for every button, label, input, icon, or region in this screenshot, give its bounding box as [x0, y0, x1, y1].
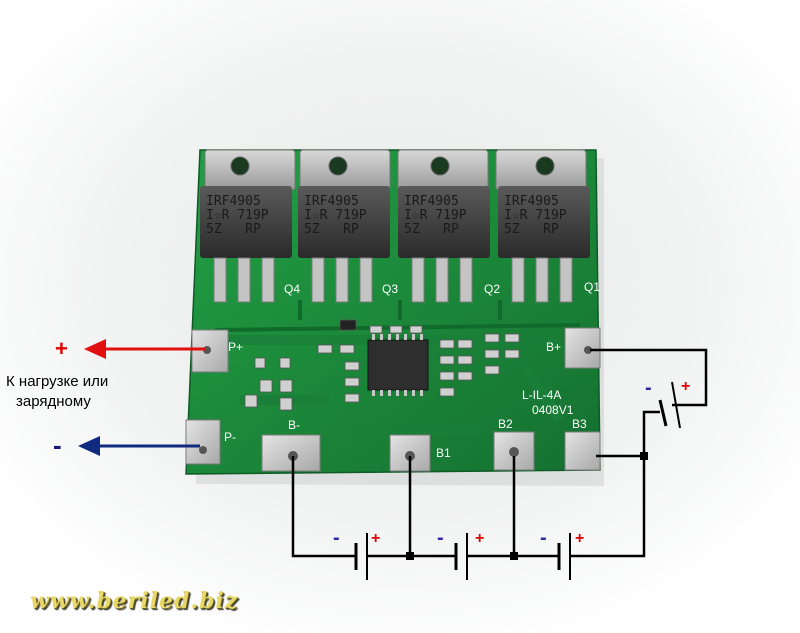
label-b1: B1	[436, 446, 451, 460]
label-b3: B3	[572, 417, 587, 431]
label-b-minus: B-	[288, 418, 300, 432]
solder-pads	[185, 327, 601, 472]
battery-3-plus: +	[575, 530, 585, 547]
arrow-blue	[78, 436, 200, 456]
smd-components	[244, 319, 520, 411]
transistor-bodies	[200, 186, 590, 258]
battery-3-minus: -	[540, 527, 547, 549]
transistor-3-marking: IRF4905 I☆R 719P 5Z RP	[404, 194, 467, 237]
load-or-charger-label: К нагрузке или зарядному	[6, 372, 108, 412]
ic-chip	[367, 339, 429, 391]
label-p-plus: P+	[228, 340, 244, 354]
ic-pins	[372, 334, 423, 396]
label-q1: Q1	[584, 280, 601, 294]
label-q3: Q3	[382, 282, 399, 296]
battery-2-minus: -	[437, 527, 444, 549]
transistor-4-marking: IRF4905 I☆R 719P 5Z RP	[504, 194, 567, 237]
battery-1-plus: +	[371, 530, 381, 547]
transistor-tabs	[204, 149, 587, 191]
label-p-minus: P-	[224, 430, 236, 444]
battery-symbols	[354, 381, 681, 580]
battery-4-plus: +	[681, 378, 691, 395]
load-label-line1: К нагрузке или	[6, 373, 109, 390]
transistor-legs	[213, 257, 573, 303]
pad-b3	[564, 431, 601, 471]
load-label-line2: зарядному	[16, 393, 91, 410]
minus-sign-output: -	[53, 430, 62, 460]
watermark-text: www.beriled.biz	[30, 588, 239, 614]
pad-b-plus	[564, 327, 601, 369]
label-model-1: L-IL-4A	[522, 388, 562, 402]
transistor-2-marking: IRF4905 I☆R 719P 5Z RP	[304, 194, 367, 237]
label-q2: Q2	[484, 282, 501, 296]
label-q4: Q4	[284, 282, 301, 296]
label-model-2: 0408V1	[532, 403, 574, 417]
plus-sign-output: +	[55, 336, 68, 361]
arrow-red	[84, 339, 205, 359]
battery-4-minus: -	[645, 377, 652, 399]
pad-p-minus	[185, 419, 221, 465]
transistor-1-marking: IRF4905 I☆R 719P 5Z RP	[206, 194, 269, 237]
junction-dots	[406, 452, 648, 560]
label-b-plus: B+	[546, 340, 562, 354]
battery-1-minus: -	[333, 527, 340, 549]
label-b2: B2	[498, 417, 513, 431]
battery-2-plus: +	[475, 530, 485, 547]
